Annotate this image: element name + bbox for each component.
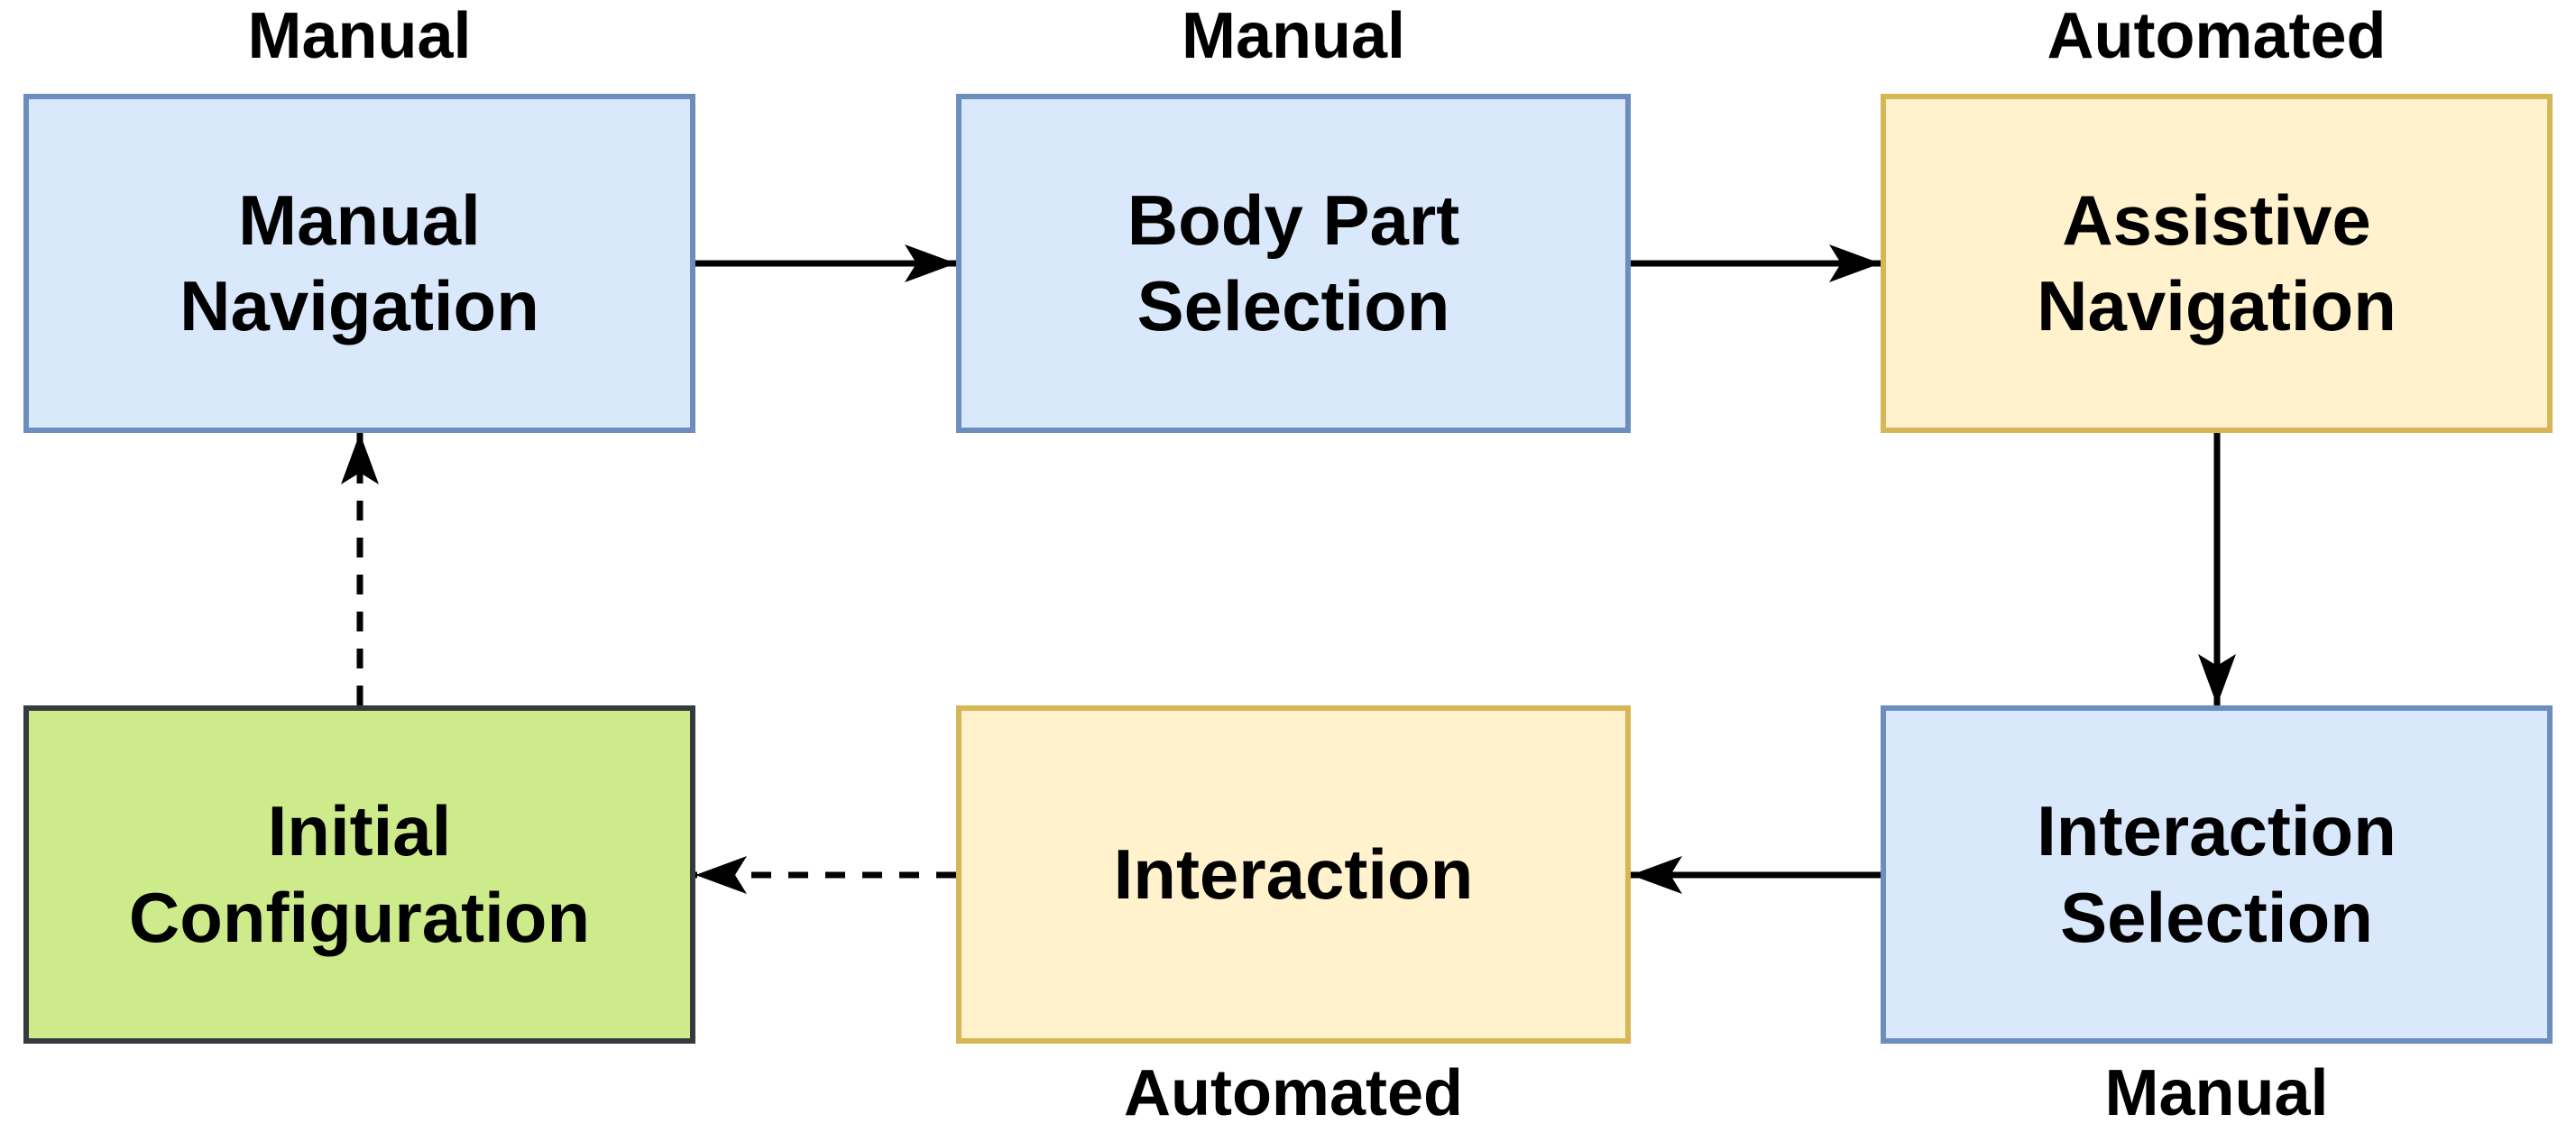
node-initial-configuration-label: Initial Configuration bbox=[128, 791, 591, 957]
node-interaction-selection-label: Interaction Selection bbox=[2037, 791, 2397, 957]
annotation-interaction-selection: Manual bbox=[2104, 1057, 2329, 1129]
node-assistive-navigation-label: Assistive Navigation bbox=[2037, 180, 2397, 345]
node-body-part-selection-label: Body Part Selection bbox=[1127, 180, 1460, 345]
node-initial-configuration: Initial Configuration bbox=[23, 705, 695, 1044]
node-interaction-label: Interaction bbox=[1113, 833, 1474, 914]
node-assistive-navigation: Assistive Navigation bbox=[1881, 94, 2553, 433]
node-manual-navigation: Manual Navigation bbox=[23, 94, 695, 433]
annotation-interaction: Automated bbox=[1124, 1057, 1463, 1129]
node-interaction: Interaction bbox=[956, 705, 1631, 1044]
node-interaction-selection: Interaction Selection bbox=[1881, 705, 2553, 1044]
annotation-assistive-navigation: Automated bbox=[2047, 0, 2387, 72]
annotation-body-part-selection: Manual bbox=[1181, 0, 1406, 72]
node-manual-navigation-label: Manual Navigation bbox=[179, 180, 539, 345]
annotation-manual-navigation: Manual bbox=[247, 0, 472, 72]
node-body-part-selection: Body Part Selection bbox=[956, 94, 1631, 433]
